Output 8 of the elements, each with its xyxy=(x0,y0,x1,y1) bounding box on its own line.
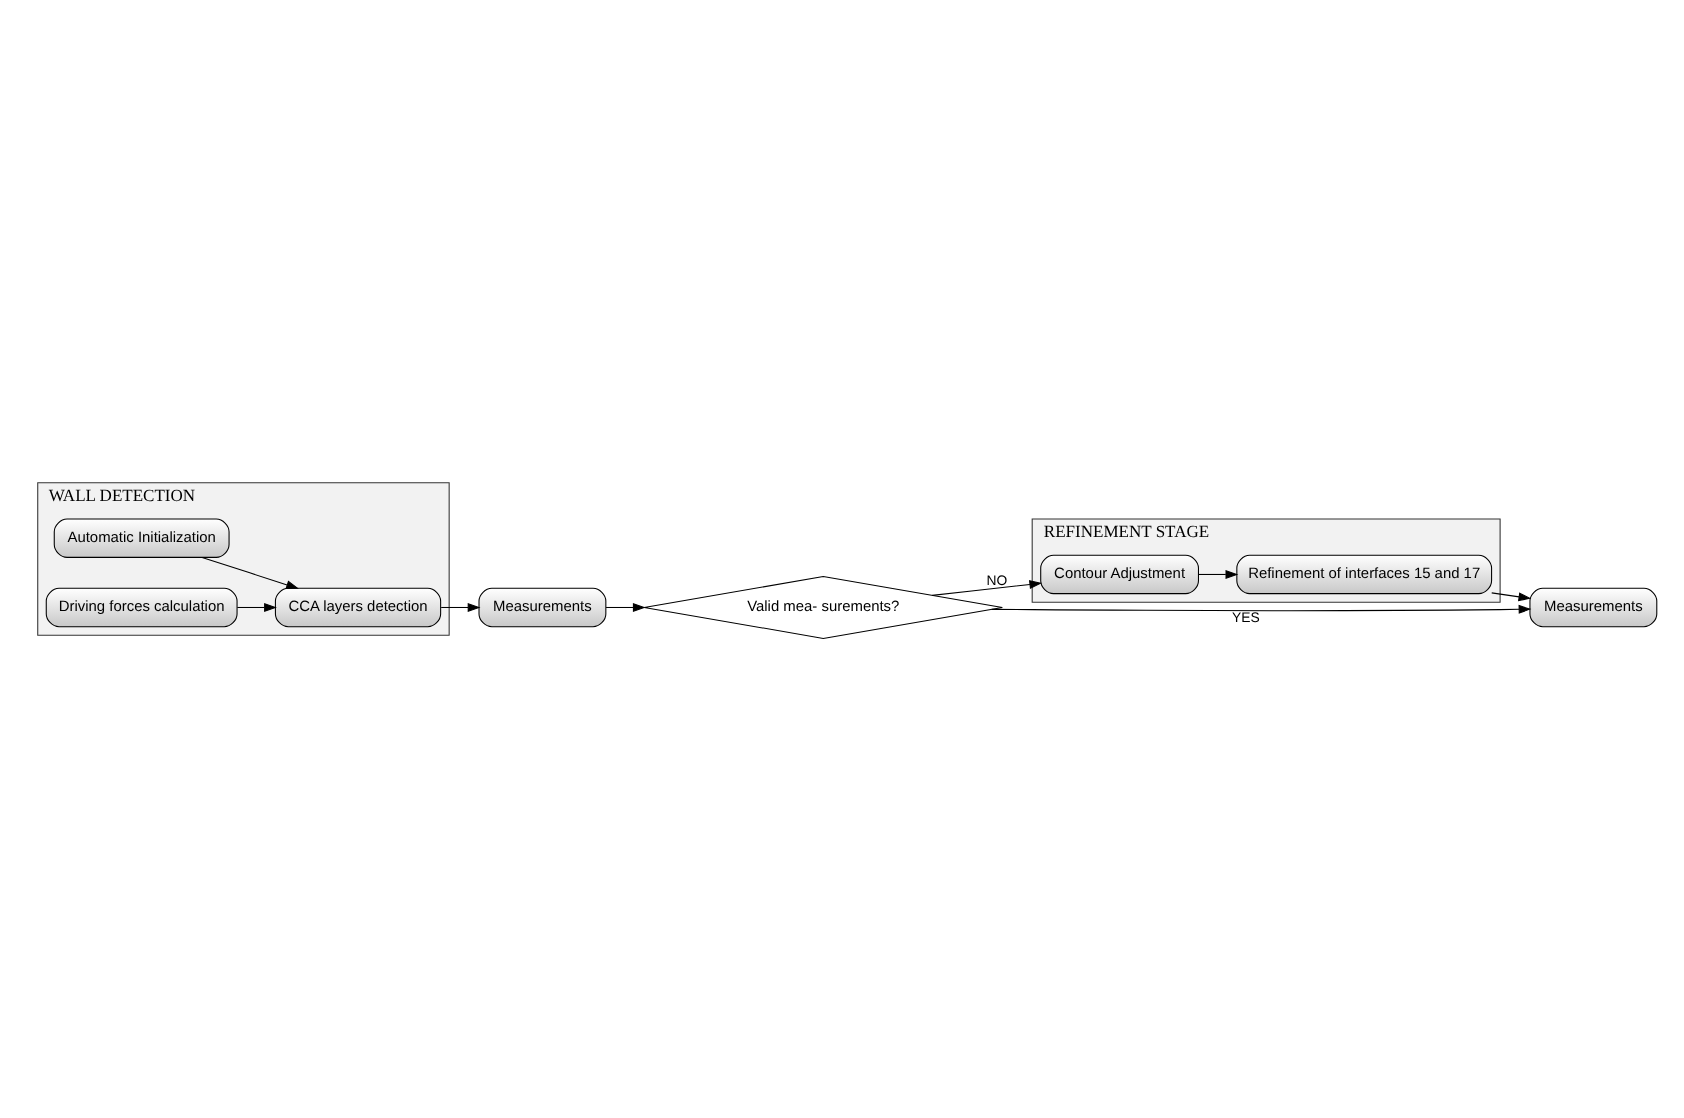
arrow xyxy=(990,604,1531,614)
arrow xyxy=(1197,569,1238,579)
arrow xyxy=(1490,592,1531,602)
arrow xyxy=(930,580,1042,596)
arrow xyxy=(604,603,645,612)
arrow xyxy=(235,603,276,612)
arrow xyxy=(439,603,480,612)
arrow xyxy=(200,556,298,590)
